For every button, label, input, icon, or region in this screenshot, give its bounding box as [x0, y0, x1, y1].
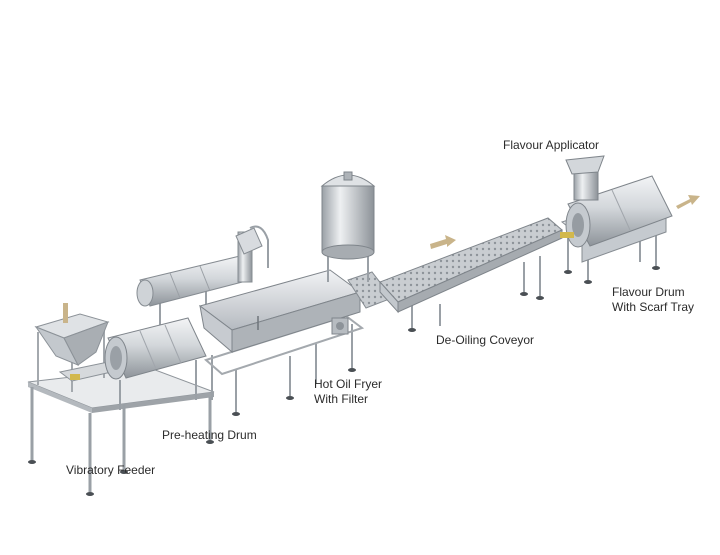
label-flavour-drum-line1: Flavour Drum [612, 285, 685, 299]
flow-arrow-icon [676, 195, 700, 209]
label-hot-oil-fryer-line1: Hot Oil Fryer [314, 377, 383, 391]
label-de-oiling-conveyor: De-Oiling Coveyor [436, 333, 535, 347]
hot-oil-fryer [198, 269, 393, 412]
label-flavour-drum: Flavour Drum With Scarf Tray [612, 285, 694, 315]
preheating-drum [104, 317, 207, 410]
label-hot-oil-fryer: Hot Oil Fryer With Filter [314, 377, 382, 407]
label-hot-oil-fryer-line2: With Filter [314, 392, 368, 406]
upper-transfer-drum [136, 225, 269, 330]
label-preheating-drum: Pre-heating Drum [162, 428, 257, 442]
flow-arrow-icon [430, 235, 456, 249]
label-flavour-applicator: Flavour Applicator [503, 138, 600, 152]
label-vibratory-feeder: Vibratory Feeder [66, 463, 156, 477]
de-oiling-conveyor [379, 217, 563, 328]
label-flavour-drum-line2: With Scarf Tray [612, 300, 695, 314]
oil-tank [320, 171, 376, 282]
flavour-drum [560, 155, 700, 280]
flow-arrow-icon [63, 303, 68, 323]
vibratory-feeder [27, 303, 215, 492]
equipment-feet [28, 266, 660, 496]
